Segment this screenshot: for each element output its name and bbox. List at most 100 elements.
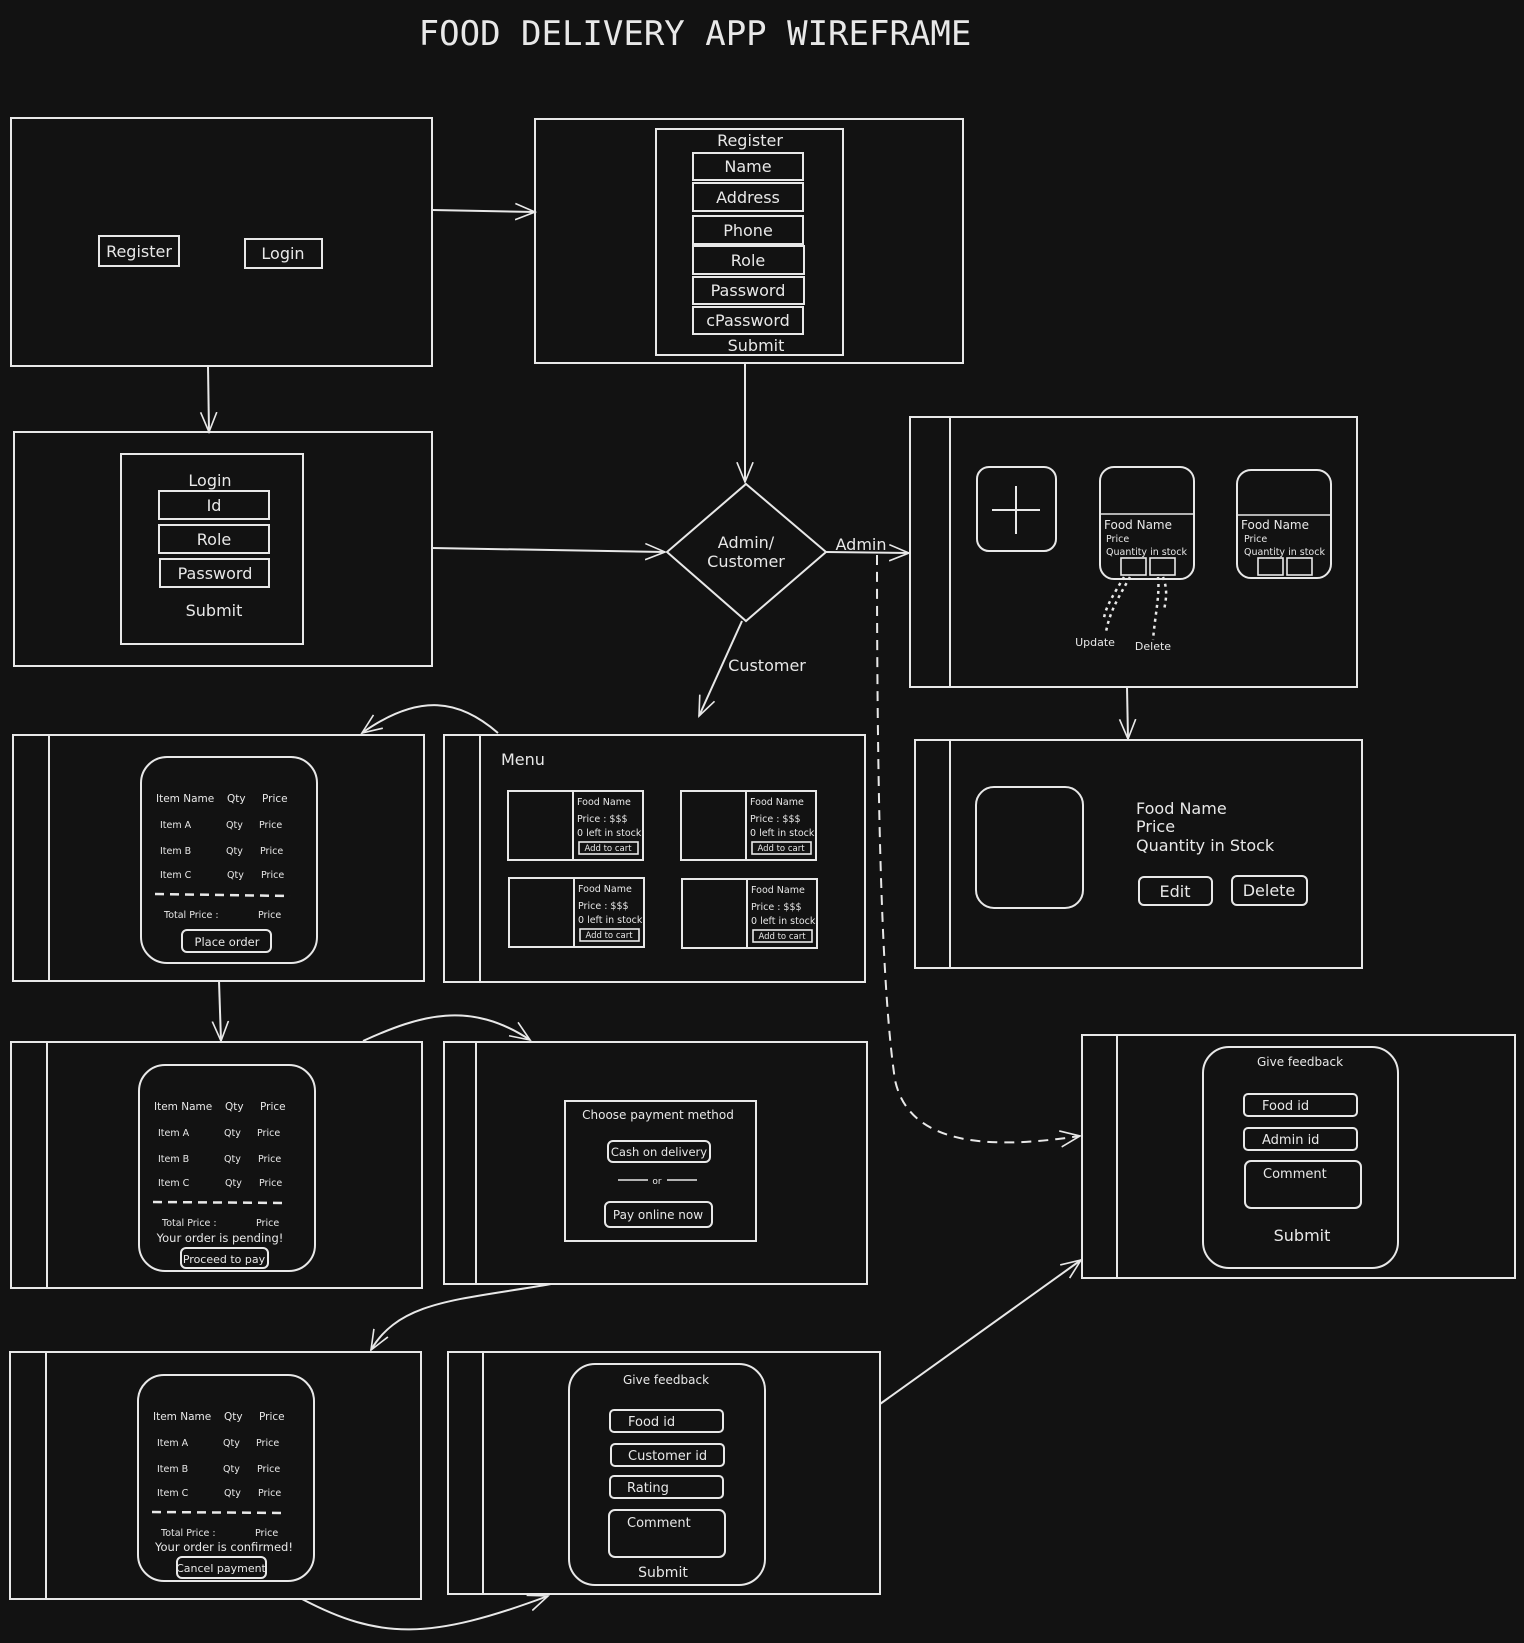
svg-text:Price: Price: [255, 1528, 278, 1539]
admin-edge-label: Admin: [836, 535, 887, 554]
add-food-button[interactable]: [976, 466, 1057, 552]
edit-button[interactable]: Edit: [1138, 876, 1213, 906]
svg-text:Qty: Qty: [224, 1411, 243, 1423]
svg-text:Total Price :: Total Price :: [161, 1218, 217, 1229]
register-screen: Register Name Address Phone Role Passwor…: [534, 118, 964, 364]
menu-heading: Menu: [501, 750, 545, 769]
menu-item-card: Food Name Price : $$$ 0 left in stock Ad…: [680, 790, 817, 861]
svg-text:Customer id: Customer id: [628, 1449, 707, 1464]
svg-text:Add to cart: Add to cart: [585, 931, 633, 941]
register-address-field[interactable]: Address: [692, 182, 804, 212]
svg-text:Food Name: Food Name: [750, 797, 804, 808]
svg-text:Role: Role: [197, 530, 231, 549]
svg-text:Add to cart: Add to cart: [757, 844, 805, 854]
admin-id-field[interactable]: Admin id: [1243, 1127, 1358, 1151]
register-submit-button[interactable]: Submit: [728, 336, 785, 355]
svg-text:Pay online now: Pay online now: [613, 1208, 703, 1222]
login-password-field[interactable]: Password: [159, 558, 270, 588]
svg-text:Cancel payment: Cancel payment: [176, 1562, 266, 1575]
connector-cart-to-pending: [219, 980, 221, 1041]
svg-text:0 left in stock: 0 left in stock: [750, 828, 815, 839]
customer-feedback-submit-button[interactable]: Submit: [638, 1565, 688, 1581]
menu-item-card: Food Name Price : $$$ 0 left in stock Ad…: [508, 877, 645, 948]
admin-dashboard-screen: Food Name Price Quantity in stock Food N…: [909, 416, 1358, 688]
svg-text:Price : $$$: Price : $$$: [577, 814, 628, 825]
update-button[interactable]: [1257, 557, 1284, 576]
admin-feedback-submit-button[interactable]: Submit: [1274, 1226, 1331, 1245]
connector-menu-to-cart: [362, 704, 499, 733]
connector-decision-to-admin: [825, 552, 909, 553]
register-name-field[interactable]: Name: [692, 152, 804, 181]
login-role-field[interactable]: Role: [158, 524, 270, 554]
add-to-cart-button[interactable]: Add to cart: [578, 841, 639, 855]
add-to-cart-button[interactable]: Add to cart: [751, 841, 812, 855]
cart-screen: Item Name Qty Price Item A Qty Price Ite…: [12, 734, 425, 982]
admin-comment-field[interactable]: Comment: [1244, 1160, 1362, 1209]
pending-message: Your order is pending!: [156, 1231, 284, 1245]
pay-online-button[interactable]: Pay online now: [604, 1201, 713, 1228]
admin-food-card: Food Name Price Quantity in stock: [1099, 466, 1195, 580]
svg-text:Address: Address: [716, 188, 780, 207]
delete-button[interactable]: [1149, 557, 1176, 576]
svg-text:Id: Id: [207, 496, 222, 515]
svg-text:Price: Price: [256, 1218, 279, 1229]
svg-text:Cash on delivery: Cash on delivery: [611, 1145, 707, 1159]
svg-text:Qty: Qty: [224, 1128, 241, 1139]
svg-text:Total Price :: Total Price :: [163, 910, 219, 921]
rating-field[interactable]: Rating: [609, 1475, 724, 1499]
confirmed-message: Your order is confirmed!: [154, 1540, 293, 1554]
delete-button[interactable]: [1286, 557, 1313, 576]
update-button[interactable]: [1120, 557, 1147, 576]
connector-payment-to-confirmed: [371, 1283, 552, 1350]
admin-food-detail-screen: Food Name Price Quantity in Stock Edit D…: [914, 739, 1363, 969]
comment-field[interactable]: Comment: [608, 1509, 726, 1558]
delete-food-button[interactable]: Delete: [1231, 875, 1308, 906]
login-submit-button[interactable]: Submit: [186, 601, 243, 620]
svg-text:Qty: Qty: [225, 1101, 244, 1113]
cash-on-delivery-button[interactable]: Cash on delivery: [607, 1140, 711, 1163]
admin-food-id-field[interactable]: Food id: [1243, 1093, 1358, 1117]
svg-text:Qty: Qty: [225, 1178, 242, 1189]
svg-text:Quantity in stock: Quantity in stock: [1244, 547, 1325, 558]
register-button[interactable]: Register: [98, 235, 180, 267]
customer-feedback-heading: Give feedback: [623, 1373, 709, 1387]
svg-text:Add to cart: Add to cart: [758, 932, 806, 942]
customer-id-field[interactable]: Customer id: [610, 1443, 725, 1467]
svg-text:Price: Price: [1106, 534, 1129, 545]
plus-icon: [992, 486, 1040, 534]
svg-text:Item A: Item A: [160, 820, 192, 831]
svg-text:Food Name: Food Name: [577, 797, 631, 808]
food-image-placeholder: [975, 786, 1084, 909]
login-button[interactable]: Login: [244, 238, 323, 269]
login-heading: Login: [188, 471, 231, 490]
svg-text:Rating: Rating: [627, 1481, 669, 1496]
place-order-button[interactable]: Place order: [181, 929, 272, 953]
flow-connectors: [208, 210, 1128, 1631]
register-cpassword-field[interactable]: cPassword: [692, 306, 804, 335]
svg-text:Food Name: Food Name: [1241, 518, 1309, 532]
svg-text:Qty: Qty: [223, 1464, 240, 1475]
menu-item-card: Food Name Price : $$$ 0 left in stock Ad…: [507, 790, 644, 861]
register-phone-field[interactable]: Phone: [692, 215, 804, 245]
svg-text:Proceed to pay: Proceed to pay: [183, 1253, 266, 1266]
svg-text:Price: Price: [260, 1101, 286, 1113]
admin-feedback-heading: Give feedback: [1257, 1055, 1343, 1069]
svg-text:Food Name: Food Name: [1104, 518, 1172, 532]
register-password-field[interactable]: Password: [692, 276, 805, 305]
role-decision: Admin/ Customer Admin Customer: [665, 482, 887, 675]
cancel-payment-button[interactable]: Cancel payment: [176, 1556, 267, 1579]
register-heading: Register: [717, 131, 783, 150]
order-confirmed-screen: Item Name Qty Price Item A Qty Price Ite…: [9, 1351, 422, 1600]
svg-text:Item B: Item B: [158, 1154, 189, 1165]
add-to-cart-button[interactable]: Add to cart: [579, 928, 640, 942]
register-role-field[interactable]: Role: [692, 245, 805, 275]
connector-decision-to-menu: [698, 620, 743, 716]
add-to-cart-button[interactable]: Add to cart: [752, 929, 813, 943]
login-id-field[interactable]: Id: [158, 490, 270, 520]
food-id-field[interactable]: Food id: [609, 1409, 724, 1433]
svg-text:0 left in stock: 0 left in stock: [751, 916, 816, 927]
connector-dashboard-to-detail: [1127, 686, 1128, 739]
menu-item-card: Food Name Price : $$$ 0 left in stock Ad…: [681, 878, 818, 949]
proceed-to-pay-button[interactable]: Proceed to pay: [180, 1247, 269, 1269]
